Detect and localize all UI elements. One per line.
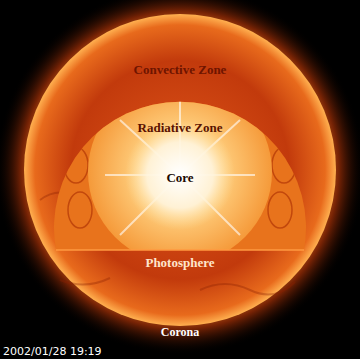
layer-label: Photosphere bbox=[145, 255, 214, 271]
timestamp: 2002/01/28 19:19 bbox=[3, 345, 102, 358]
zone-label: Convective Zone bbox=[134, 62, 227, 78]
zone-label: Radiative Zone bbox=[138, 120, 223, 136]
layer-label: Corona bbox=[161, 325, 199, 340]
zone-label: Core bbox=[166, 170, 193, 186]
